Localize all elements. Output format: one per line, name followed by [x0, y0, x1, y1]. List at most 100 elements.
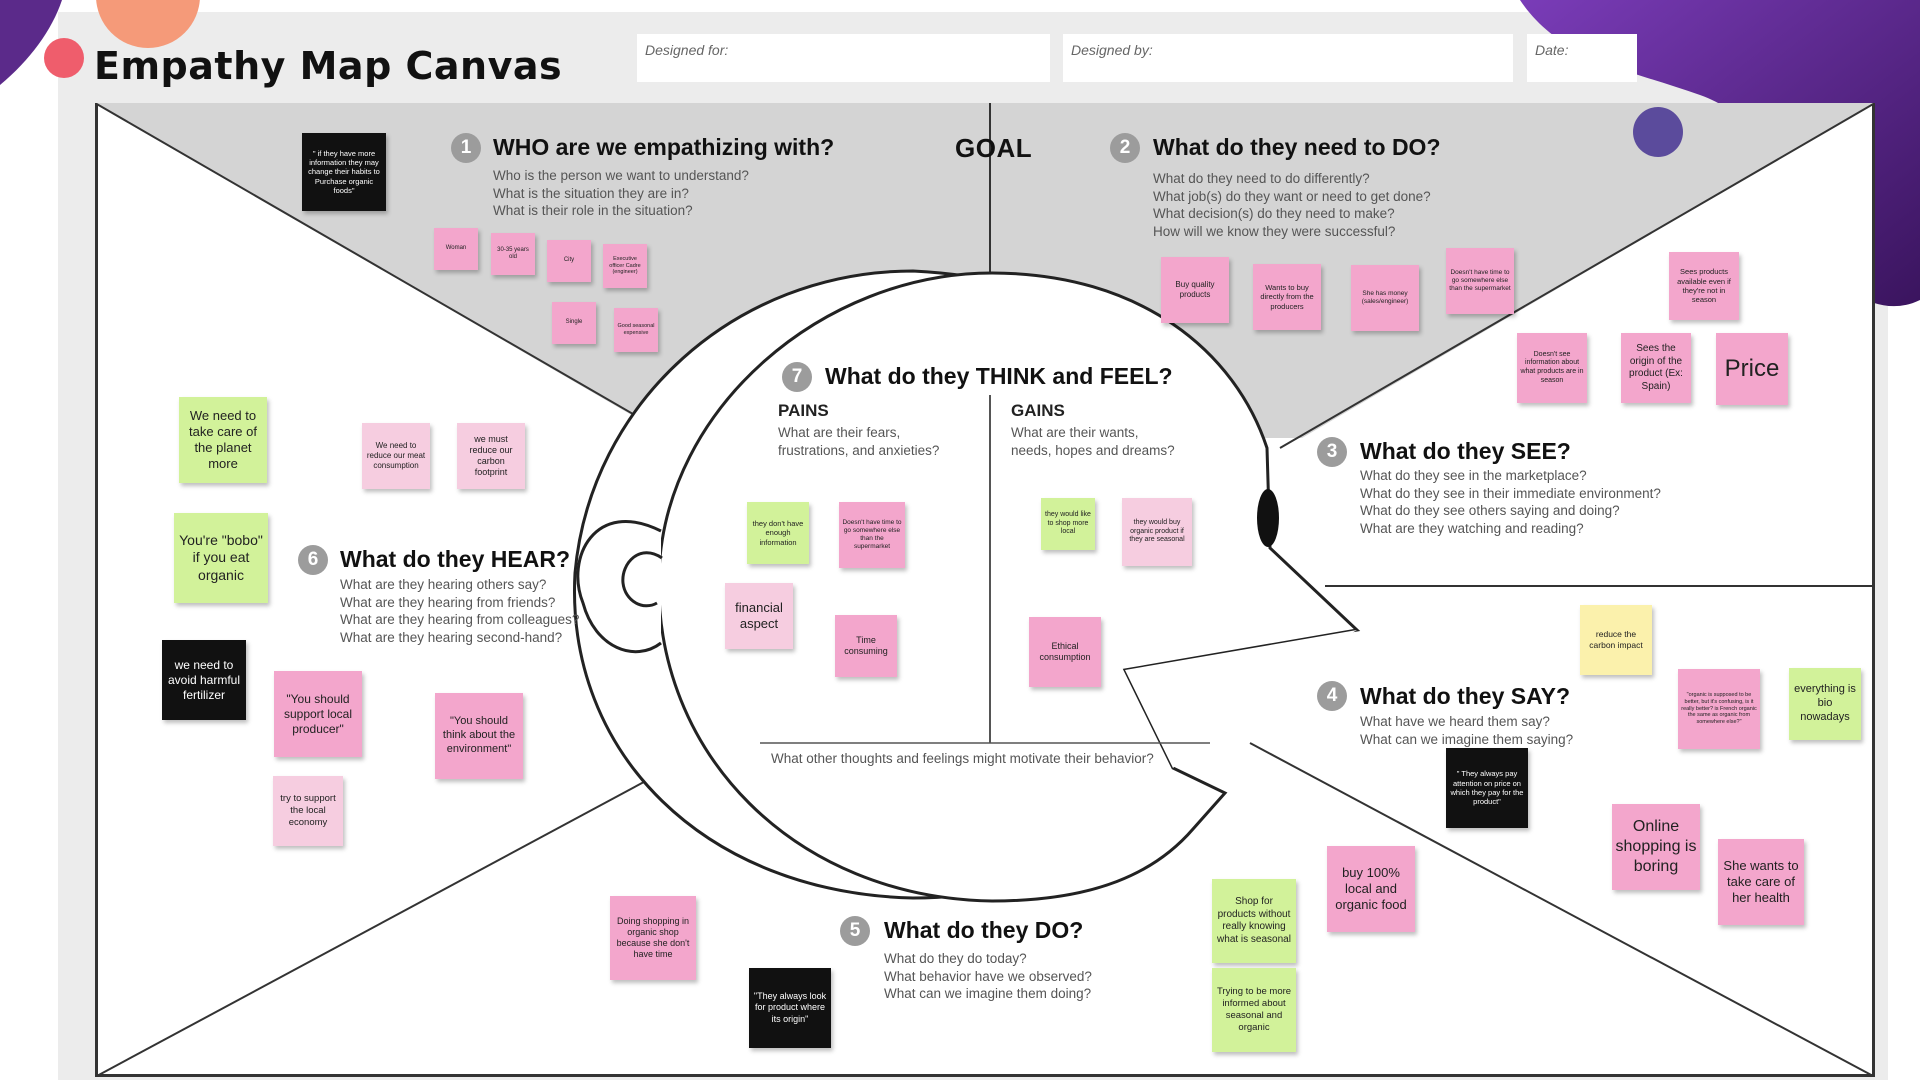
gains-questions: What are their wants, needs, hopes and d…	[1011, 424, 1175, 459]
section-6-questions: What are they hearing others say? What a…	[340, 576, 579, 646]
section-4-questions: What have we heard them say? What can we…	[1360, 713, 1573, 748]
sticky-note[interactable]: " They always pay attention on price on …	[1446, 748, 1528, 828]
section-4-title: What do they SAY?	[1360, 683, 1570, 709]
sticky-note[interactable]: buy 100% local and organic food	[1327, 846, 1415, 932]
sticky-note[interactable]: Executive officer Cadre (engineer)	[603, 244, 647, 288]
other-thoughts-question: What other thoughts and feelings might m…	[771, 751, 1154, 766]
question: What are they watching and reading?	[1360, 520, 1584, 536]
question: needs, hopes and dreams?	[1011, 442, 1175, 458]
sticky-note[interactable]: they don't have enough information	[747, 502, 809, 564]
question: What are they hearing from friends?	[340, 594, 556, 610]
sticky-note[interactable]: We need to take care of the planet more	[179, 397, 267, 483]
sticky-note[interactable]: "You should think about the environment"	[435, 693, 523, 779]
question: What do they see in the marketplace?	[1360, 468, 1587, 483]
section-5-title: What do they DO?	[884, 917, 1084, 943]
question: What are their fears,	[778, 425, 901, 440]
date-label: Date:	[1535, 42, 1569, 58]
question: What can we imagine them doing?	[884, 986, 1092, 1001]
sticky-note[interactable]: we need to avoid harmful fertilizer	[162, 640, 246, 720]
question: What are they hearing from colleagues?	[340, 612, 580, 627]
section-3-questions: What do they see in the marketplace? Wha…	[1360, 467, 1661, 537]
designed-for-label: Designed for:	[645, 42, 729, 58]
question: What are their wants,	[1011, 425, 1139, 440]
sticky-note[interactable]: Wants to buy directly from the producers	[1253, 264, 1321, 330]
question: What is their role in the situation?	[493, 203, 693, 218]
question: What can we imagine them saying?	[1360, 731, 1574, 747]
section-1-title: WHO are we empathizing with?	[493, 134, 835, 160]
section-5-questions: What do they do today? What behavior hav…	[884, 950, 1092, 1003]
sticky-note[interactable]: Doesn't see information about what produ…	[1517, 333, 1587, 403]
sticky-note[interactable]: reduce the carbon impact	[1580, 605, 1652, 675]
question: What behavior have we observed?	[884, 968, 1092, 984]
sticky-note[interactable]: financial aspect	[725, 583, 793, 649]
question: What job(s) do they want or need to get …	[1153, 188, 1431, 204]
section-1-number: 1	[451, 133, 481, 163]
gains-title: GAINS	[1011, 401, 1065, 420]
goal-label: GOAL	[955, 133, 1033, 163]
question: What do they see others saying and doing…	[1360, 503, 1620, 518]
canvas-lines	[95, 103, 1875, 1077]
question: What are they hearing others say?	[340, 577, 547, 592]
sticky-note[interactable]: Good seasonal expensive	[614, 308, 658, 352]
decor-top-left	[0, 0, 200, 85]
sticky-note[interactable]: Shop for products without really knowing…	[1212, 879, 1296, 963]
designed-by-field[interactable]: Designed by:	[1063, 34, 1513, 82]
sticky-note[interactable]: Sees the origin of the product (Ex: Spai…	[1621, 333, 1691, 403]
sticky-note[interactable]: Time consuming	[835, 615, 897, 677]
question: What is the situation they are in?	[493, 185, 689, 201]
sticky-note[interactable]: You're "bobo" if you eat organic	[174, 513, 268, 603]
sticky-note[interactable]: Ethical consumption	[1029, 617, 1101, 687]
section-6-number: 6	[298, 545, 328, 575]
sticky-note[interactable]: Online shopping is boring	[1612, 804, 1700, 890]
section-7-title: What do they THINK and FEEL?	[825, 363, 1173, 389]
question: What do they do today?	[884, 951, 1027, 966]
sticky-note[interactable]: "You should support local producer"	[274, 671, 362, 757]
designed-for-field[interactable]: Designed for:	[637, 34, 1050, 82]
pains-title: PAINS	[778, 401, 829, 420]
question: How will we know they were successful?	[1153, 223, 1396, 239]
section-5-number: 5	[840, 916, 870, 946]
sticky-note[interactable]: Doesn't have time to go somewhere else t…	[1446, 248, 1514, 314]
sticky-note[interactable]: Woman	[434, 228, 478, 270]
sticky-note[interactable]: " if they have more information they may…	[302, 133, 386, 211]
question: What are they hearing second-hand?	[340, 629, 563, 645]
sticky-note[interactable]: She wants to take care of her health	[1718, 839, 1804, 925]
section-2-number: 2	[1110, 133, 1140, 163]
sticky-note[interactable]: Trying to be more informed about seasona…	[1212, 968, 1296, 1052]
sticky-note[interactable]: they would buy organic product if they a…	[1122, 498, 1192, 566]
sticky-note[interactable]: City	[547, 240, 591, 282]
section-6-title: What do they HEAR?	[340, 546, 570, 572]
date-field[interactable]: Date:	[1527, 34, 1637, 82]
section-4-number: 4	[1317, 681, 1347, 711]
sticky-note[interactable]: try to support the local economy	[273, 776, 343, 846]
section-7-number: 7	[782, 362, 812, 392]
sticky-note[interactable]: Doesn't have time to go somewhere else t…	[839, 502, 905, 568]
sticky-note[interactable]: Doing shopping in organic shop because s…	[610, 896, 696, 980]
sticky-note[interactable]: Single	[552, 302, 596, 344]
designed-by-label: Designed by:	[1071, 42, 1153, 58]
sticky-note[interactable]: Sees products available even if they're …	[1669, 252, 1739, 320]
sticky-note[interactable]: She has money (sales/engineer)	[1351, 265, 1419, 331]
section-3-number: 3	[1317, 437, 1347, 467]
question: frustrations, and anxieties?	[778, 442, 940, 458]
sticky-note[interactable]: Price	[1716, 333, 1788, 405]
section-1-questions: Who is the person we want to understand?…	[493, 167, 749, 220]
sticky-note[interactable]: we must reduce our carbon footprint	[457, 423, 525, 489]
page-title: Empathy Map Canvas	[94, 44, 563, 88]
question: What have we heard them say?	[1360, 714, 1550, 729]
question: What do they see in their immediate envi…	[1360, 485, 1661, 501]
question: What decision(s) do they need to make?	[1153, 206, 1395, 221]
section-2-questions: What do they need to do differently? Wha…	[1153, 170, 1431, 240]
sticky-note[interactable]: everything is bio nowadays	[1789, 668, 1861, 740]
sticky-note[interactable]: 30-35 years old	[491, 233, 535, 275]
sticky-note[interactable]: We need to reduce our meat consumption	[362, 423, 430, 489]
question: Who is the person we want to understand?	[493, 168, 749, 183]
section-2-title: What do they need to DO?	[1153, 134, 1441, 160]
sticky-note[interactable]: they would like to shop more local	[1041, 498, 1095, 550]
section-3-title: What do they SEE?	[1360, 438, 1571, 464]
sticky-note[interactable]: "They always look for product where its …	[749, 968, 831, 1048]
question: What do they need to do differently?	[1153, 171, 1370, 186]
sticky-note[interactable]: Buy quality products	[1161, 257, 1229, 323]
sticky-note[interactable]: "organic is supposed to be better, but i…	[1678, 669, 1760, 749]
pains-questions: What are their fears, frustrations, and …	[778, 424, 939, 459]
